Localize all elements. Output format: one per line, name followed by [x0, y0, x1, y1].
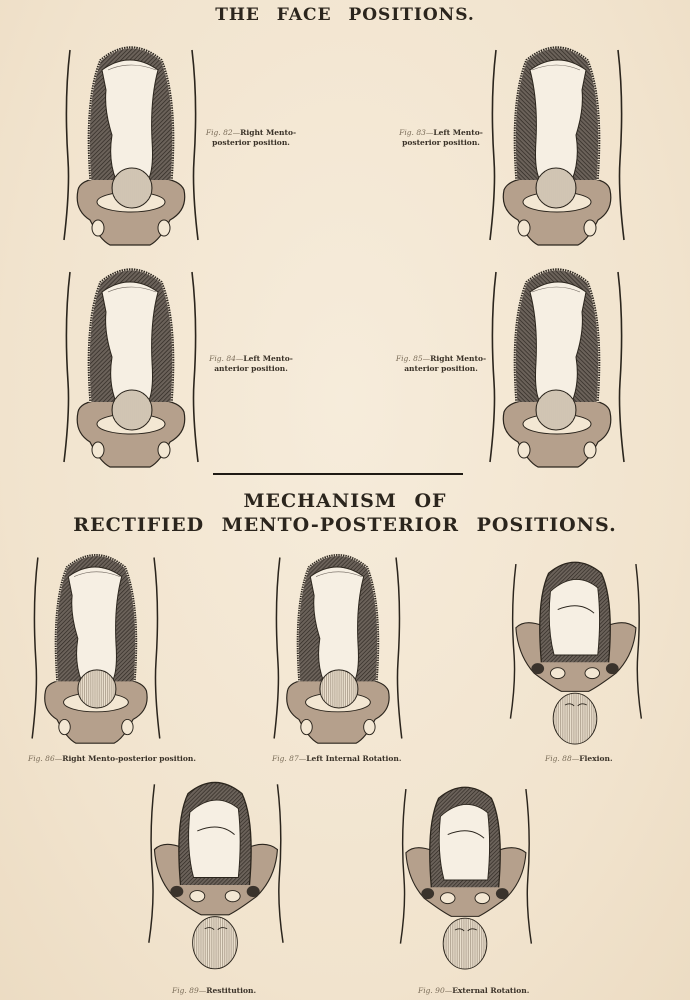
section-title-mechanism: MECHANISM OF RECTIFIED MENTO-POSTERIOR P…	[73, 490, 617, 536]
figure-87-illustration	[262, 548, 412, 748]
figure-88-illustration	[500, 555, 650, 755]
figure-84-illustration	[60, 262, 200, 472]
figure-83-caption: Fig. 83—Left Mento- posterior position.	[399, 128, 483, 147]
figure-89-caption: Fig. 89—Restitution.	[172, 986, 257, 995]
figure-85-caption: Fig. 85—Right Mento- anterior position.	[395, 354, 487, 373]
section-title-face-positions: THE FACE POSITIONS.	[215, 5, 475, 25]
figure-83-illustration	[488, 40, 628, 250]
figure-86-caption: Fig. 86—Right Mento-posterior position.	[28, 754, 196, 763]
figure-82-caption: Fig. 82—Right Mento- posterior position.	[205, 128, 297, 147]
figure-90-illustration	[395, 780, 535, 980]
figure-87-caption: Fig. 87—Left Internal Rotation.	[272, 754, 402, 763]
figure-86-illustration	[20, 548, 170, 748]
figure-82-illustration	[60, 40, 200, 250]
figure-88-caption: Fig. 88—Flexion.	[545, 754, 613, 763]
figure-90-caption: Fig. 90—External Rotation.	[418, 986, 530, 995]
figure-84-caption: Fig. 84—Left Mento- anterior position.	[209, 354, 293, 373]
section-divider	[213, 473, 463, 475]
figure-85-illustration	[488, 262, 628, 472]
figure-89-illustration	[140, 775, 290, 980]
